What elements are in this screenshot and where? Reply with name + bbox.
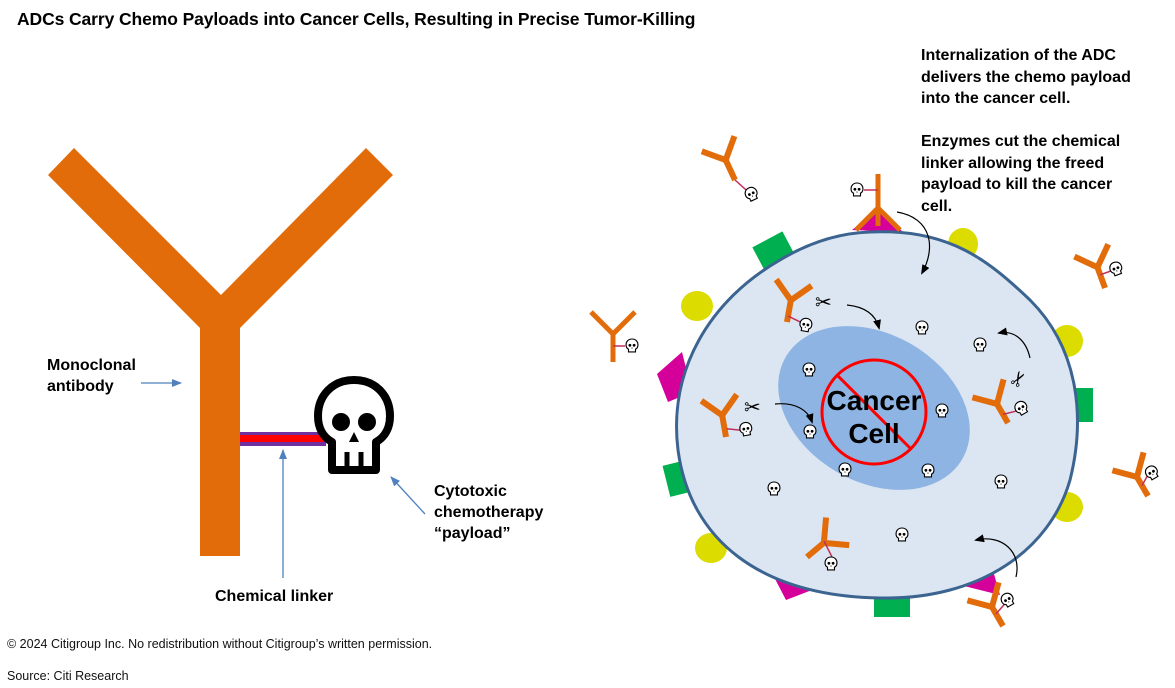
internalized-adc [768,279,818,333]
surface-adc [850,174,902,232]
antibody-label: Monoclonal antibody [47,355,136,397]
linker-label: Chemical linker [215,588,334,605]
internalized-adc [701,393,754,442]
nucleus-label-line2: Cell [848,418,899,449]
payload-label: Cytotoxic chemotherapy “payload” [434,481,543,544]
payload-label-line2: chemotherapy [434,504,544,521]
nucleus [778,326,970,490]
page-title: ADCs Carry Chemo Payloads into Cancer Ce… [17,9,696,29]
large-antibody [48,148,393,556]
enzyme-note: Enzymes cut the chemical linker allowing… [921,131,1120,217]
copyright-notice: © 2024 Citigroup Inc. No redistribution … [7,637,433,651]
process-arrows [774,211,1031,578]
nucleus-label-line1: Cancer [827,385,922,416]
note1-line2: delivers the chemo payload [921,68,1131,86]
antibody-label-line1: Monoclonal [47,357,136,374]
note2-line2: linker allowing the freed [921,154,1105,172]
chemical-linker [240,432,326,446]
free-adc [589,310,639,362]
payload-pointer-arrow [390,476,426,515]
surface-adc [967,580,1022,635]
svg-text:✂: ✂ [744,395,761,419]
internalization-note: Internalization of the ADC delivers the … [921,45,1131,110]
free-adc [702,136,761,203]
note1-line3: into the cancer cell. [921,90,1071,107]
note2-line4: cell. [921,197,953,215]
payload-label-line3: “payload” [434,525,511,542]
note1-line1: Internalization of the ADC [921,47,1116,64]
free-adc [1074,243,1126,295]
no-symbol-icon [820,358,928,466]
note2-line1: Enzymes cut the chemical [921,133,1121,150]
internalized-adc [972,376,1031,432]
skull-icon [314,376,394,474]
note2-line3: payload to kill the cancer [921,176,1113,193]
antibody-label-line2: antibody [47,378,114,395]
source-note: Source: Citi Research [7,669,129,683]
free-adc [1112,451,1166,505]
payload-label-line1: Cytotoxic [434,483,507,500]
svg-text:✂: ✂ [815,290,832,314]
